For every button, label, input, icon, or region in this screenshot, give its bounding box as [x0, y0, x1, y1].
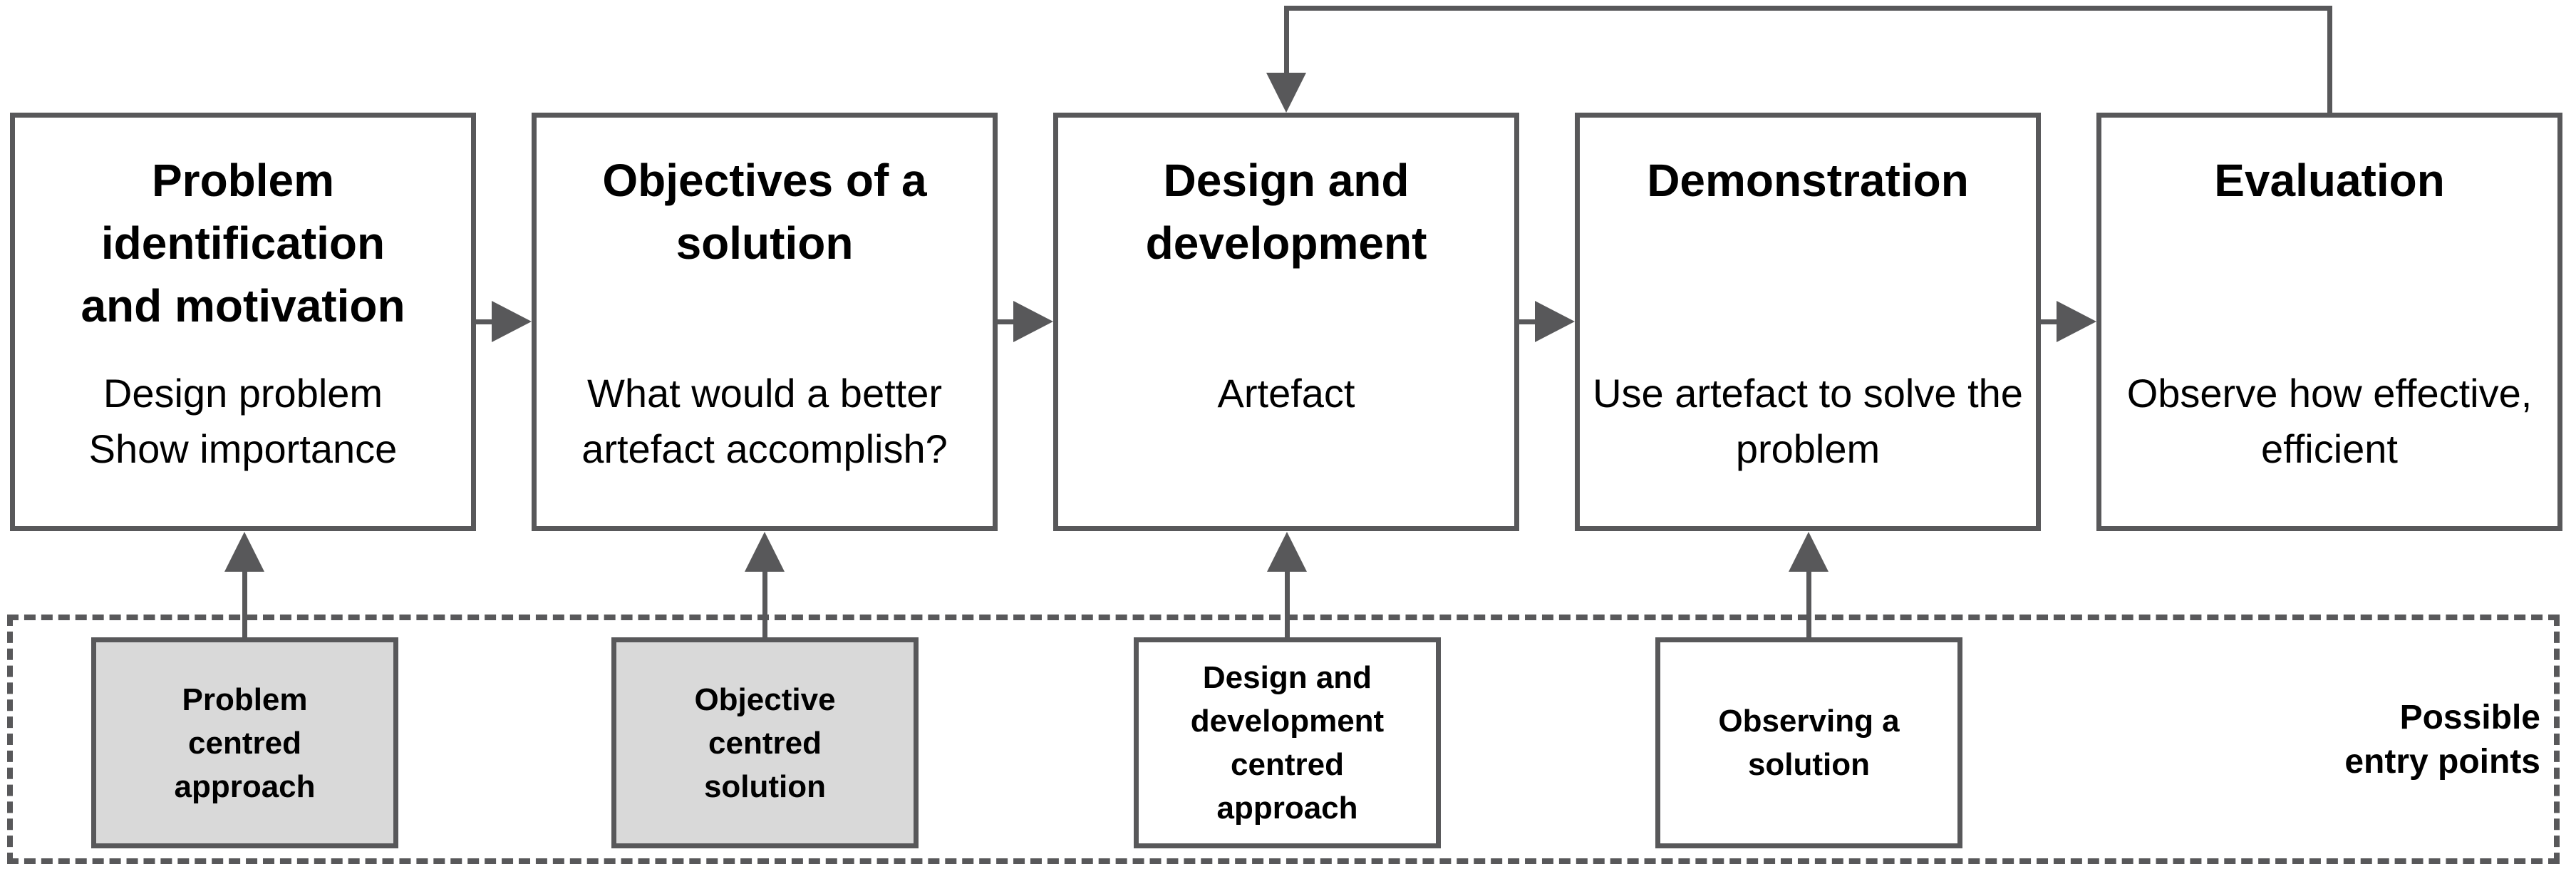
feedback-line-horizontal — [1284, 6, 2332, 11]
flow-arrow-tail-1 — [476, 319, 495, 324]
entry-points-zone — [7, 615, 2560, 864]
stage-design-and-development: Design and development Artefact — [1053, 113, 1519, 531]
stage-description: Design problem Show importance — [88, 371, 398, 471]
entry-arrowhead-up-icon — [745, 532, 785, 572]
stage-description: Artefact — [1217, 371, 1355, 416]
entry-arrowhead-up-icon — [1789, 532, 1828, 572]
stage-problem-identification: Problem identification and motivation De… — [10, 113, 476, 531]
stage-description: What would a better artefact accomplish? — [581, 371, 948, 471]
stage-title: Evaluation — [2214, 155, 2445, 206]
entry-box-design-development-centred: Design and development centred approach — [1134, 637, 1441, 848]
entry-box-objective-centred: Objective centred solution — [611, 637, 919, 848]
flow-arrow-tail-2 — [998, 319, 1016, 324]
stage-title: Demonstration — [1647, 155, 1969, 206]
stage-description: Observe how effective, efficient — [2126, 371, 2533, 471]
entry-arrow-tail-4 — [1806, 570, 1811, 637]
flow-arrowhead-right-icon — [2057, 301, 2096, 342]
stage-objectives-of-solution: Objectives of a solution What would a be… — [532, 113, 998, 531]
stage-demonstration: Demonstration Use artefact to solve the … — [1575, 113, 2041, 531]
flow-arrow-tail-3 — [1519, 319, 1538, 324]
stage-evaluation: Evaluation Observe how effective, effici… — [2096, 113, 2562, 531]
flow-arrowhead-right-icon — [1535, 301, 1575, 342]
feedback-line-vertical-right — [2327, 6, 2332, 113]
stage-description: Use artefact to solve the problem — [1593, 371, 2023, 471]
entry-box-observing-solution: Observing a solution — [1655, 637, 1962, 848]
entry-zone-label: Possible entry points — [2344, 699, 2540, 781]
entry-arrowhead-up-icon — [224, 532, 264, 572]
flow-arrowhead-right-icon — [492, 301, 532, 342]
entry-arrow-tail-2 — [762, 570, 767, 637]
entry-arrow-tail-3 — [1285, 570, 1290, 637]
flow-arrowhead-right-icon — [1013, 301, 1053, 342]
entry-arrowhead-up-icon — [1267, 532, 1307, 572]
stage-title: Problem identification and motivation — [81, 155, 405, 331]
entry-box-problem-centred: Problem centred approach — [91, 637, 398, 848]
entry-arrow-tail-1 — [242, 570, 247, 637]
stage-title: Design and development — [1145, 155, 1427, 269]
feedback-arrowhead-down-icon — [1266, 73, 1306, 113]
stage-title: Objectives of a solution — [602, 155, 927, 269]
flow-arrow-tail-4 — [2041, 319, 2059, 324]
feedback-line-vertical-left — [1284, 6, 1289, 74]
